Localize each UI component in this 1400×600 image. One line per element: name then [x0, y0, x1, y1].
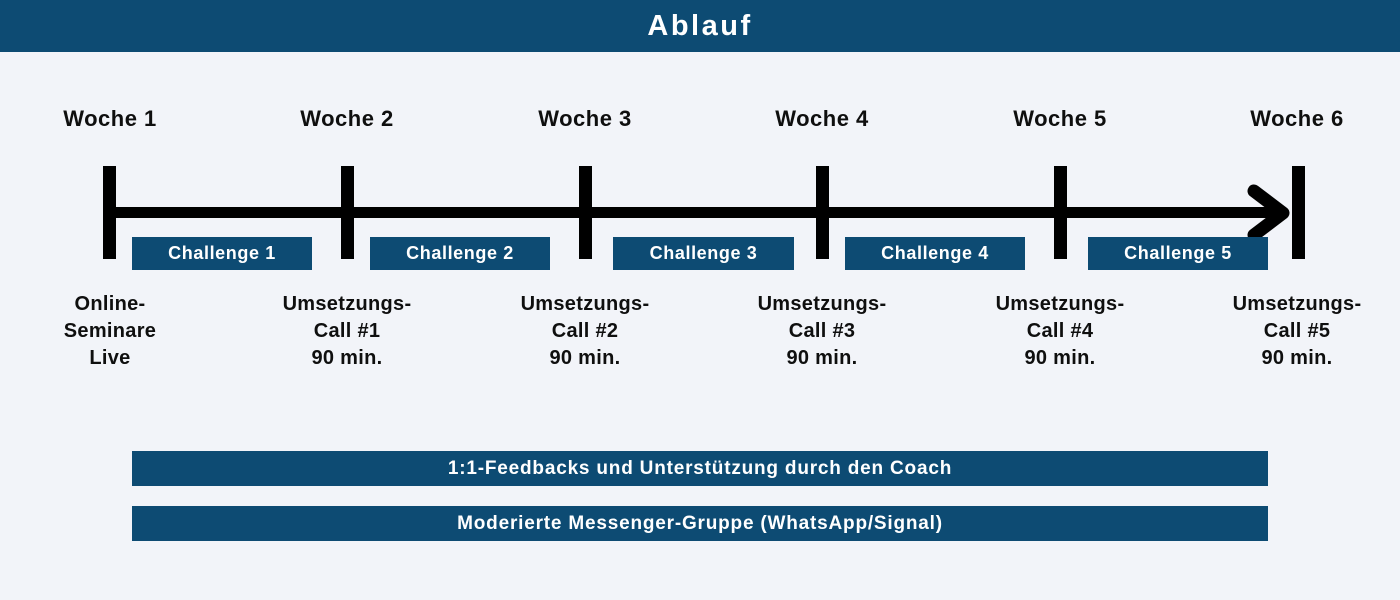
milestone-label-5: Umsetzungs- Call #4 90 min.: [995, 293, 1125, 369]
milestone-label-1: Online- Seminare Live: [63, 293, 157, 369]
week-label-2: Woche 2: [300, 106, 394, 131]
week-label-6: Woche 6: [1250, 106, 1344, 131]
week-label-1: Woche 1: [63, 106, 157, 131]
challenge-badge-4: Challenge 4: [845, 237, 1025, 270]
timeline-tick-3: [579, 166, 592, 259]
challenge-badge-3: Challenge 3: [613, 237, 794, 270]
header-bar: Ablauf: [0, 0, 1400, 52]
messenger-group-bar: Moderierte Messenger-Gruppe (WhatsApp/Si…: [132, 506, 1268, 541]
coach-feedback-bar: 1:1-Feedbacks und Unterstützung durch de…: [132, 451, 1268, 486]
milestone-label-2: Umsetzungs- Call #1 90 min.: [282, 293, 412, 369]
timeline-tick-5: [1054, 166, 1067, 259]
challenge-badge-5: Challenge 5: [1088, 237, 1268, 270]
milestone-label-6: Umsetzungs- Call #5 90 min.: [1232, 293, 1362, 369]
timeline-tick-2: [341, 166, 354, 259]
week-label-5: Woche 5: [1013, 106, 1107, 131]
page-title: Ablauf: [647, 9, 753, 42]
timeline-tick-4: [816, 166, 829, 259]
milestone-label-3: Umsetzungs- Call #2 90 min.: [520, 293, 650, 369]
timeline-tick-6: [1292, 166, 1305, 259]
milestone-label-4: Umsetzungs- Call #3 90 min.: [757, 293, 887, 369]
challenge-badge-1: Challenge 1: [132, 237, 312, 270]
challenge-badge-2: Challenge 2: [370, 237, 550, 270]
timeline-tick-1: [103, 166, 116, 259]
arrow-right-icon: [1247, 184, 1290, 242]
timeline-axis: [103, 207, 1281, 218]
week-label-4: Woche 4: [775, 106, 869, 131]
week-label-3: Woche 3: [538, 106, 632, 131]
